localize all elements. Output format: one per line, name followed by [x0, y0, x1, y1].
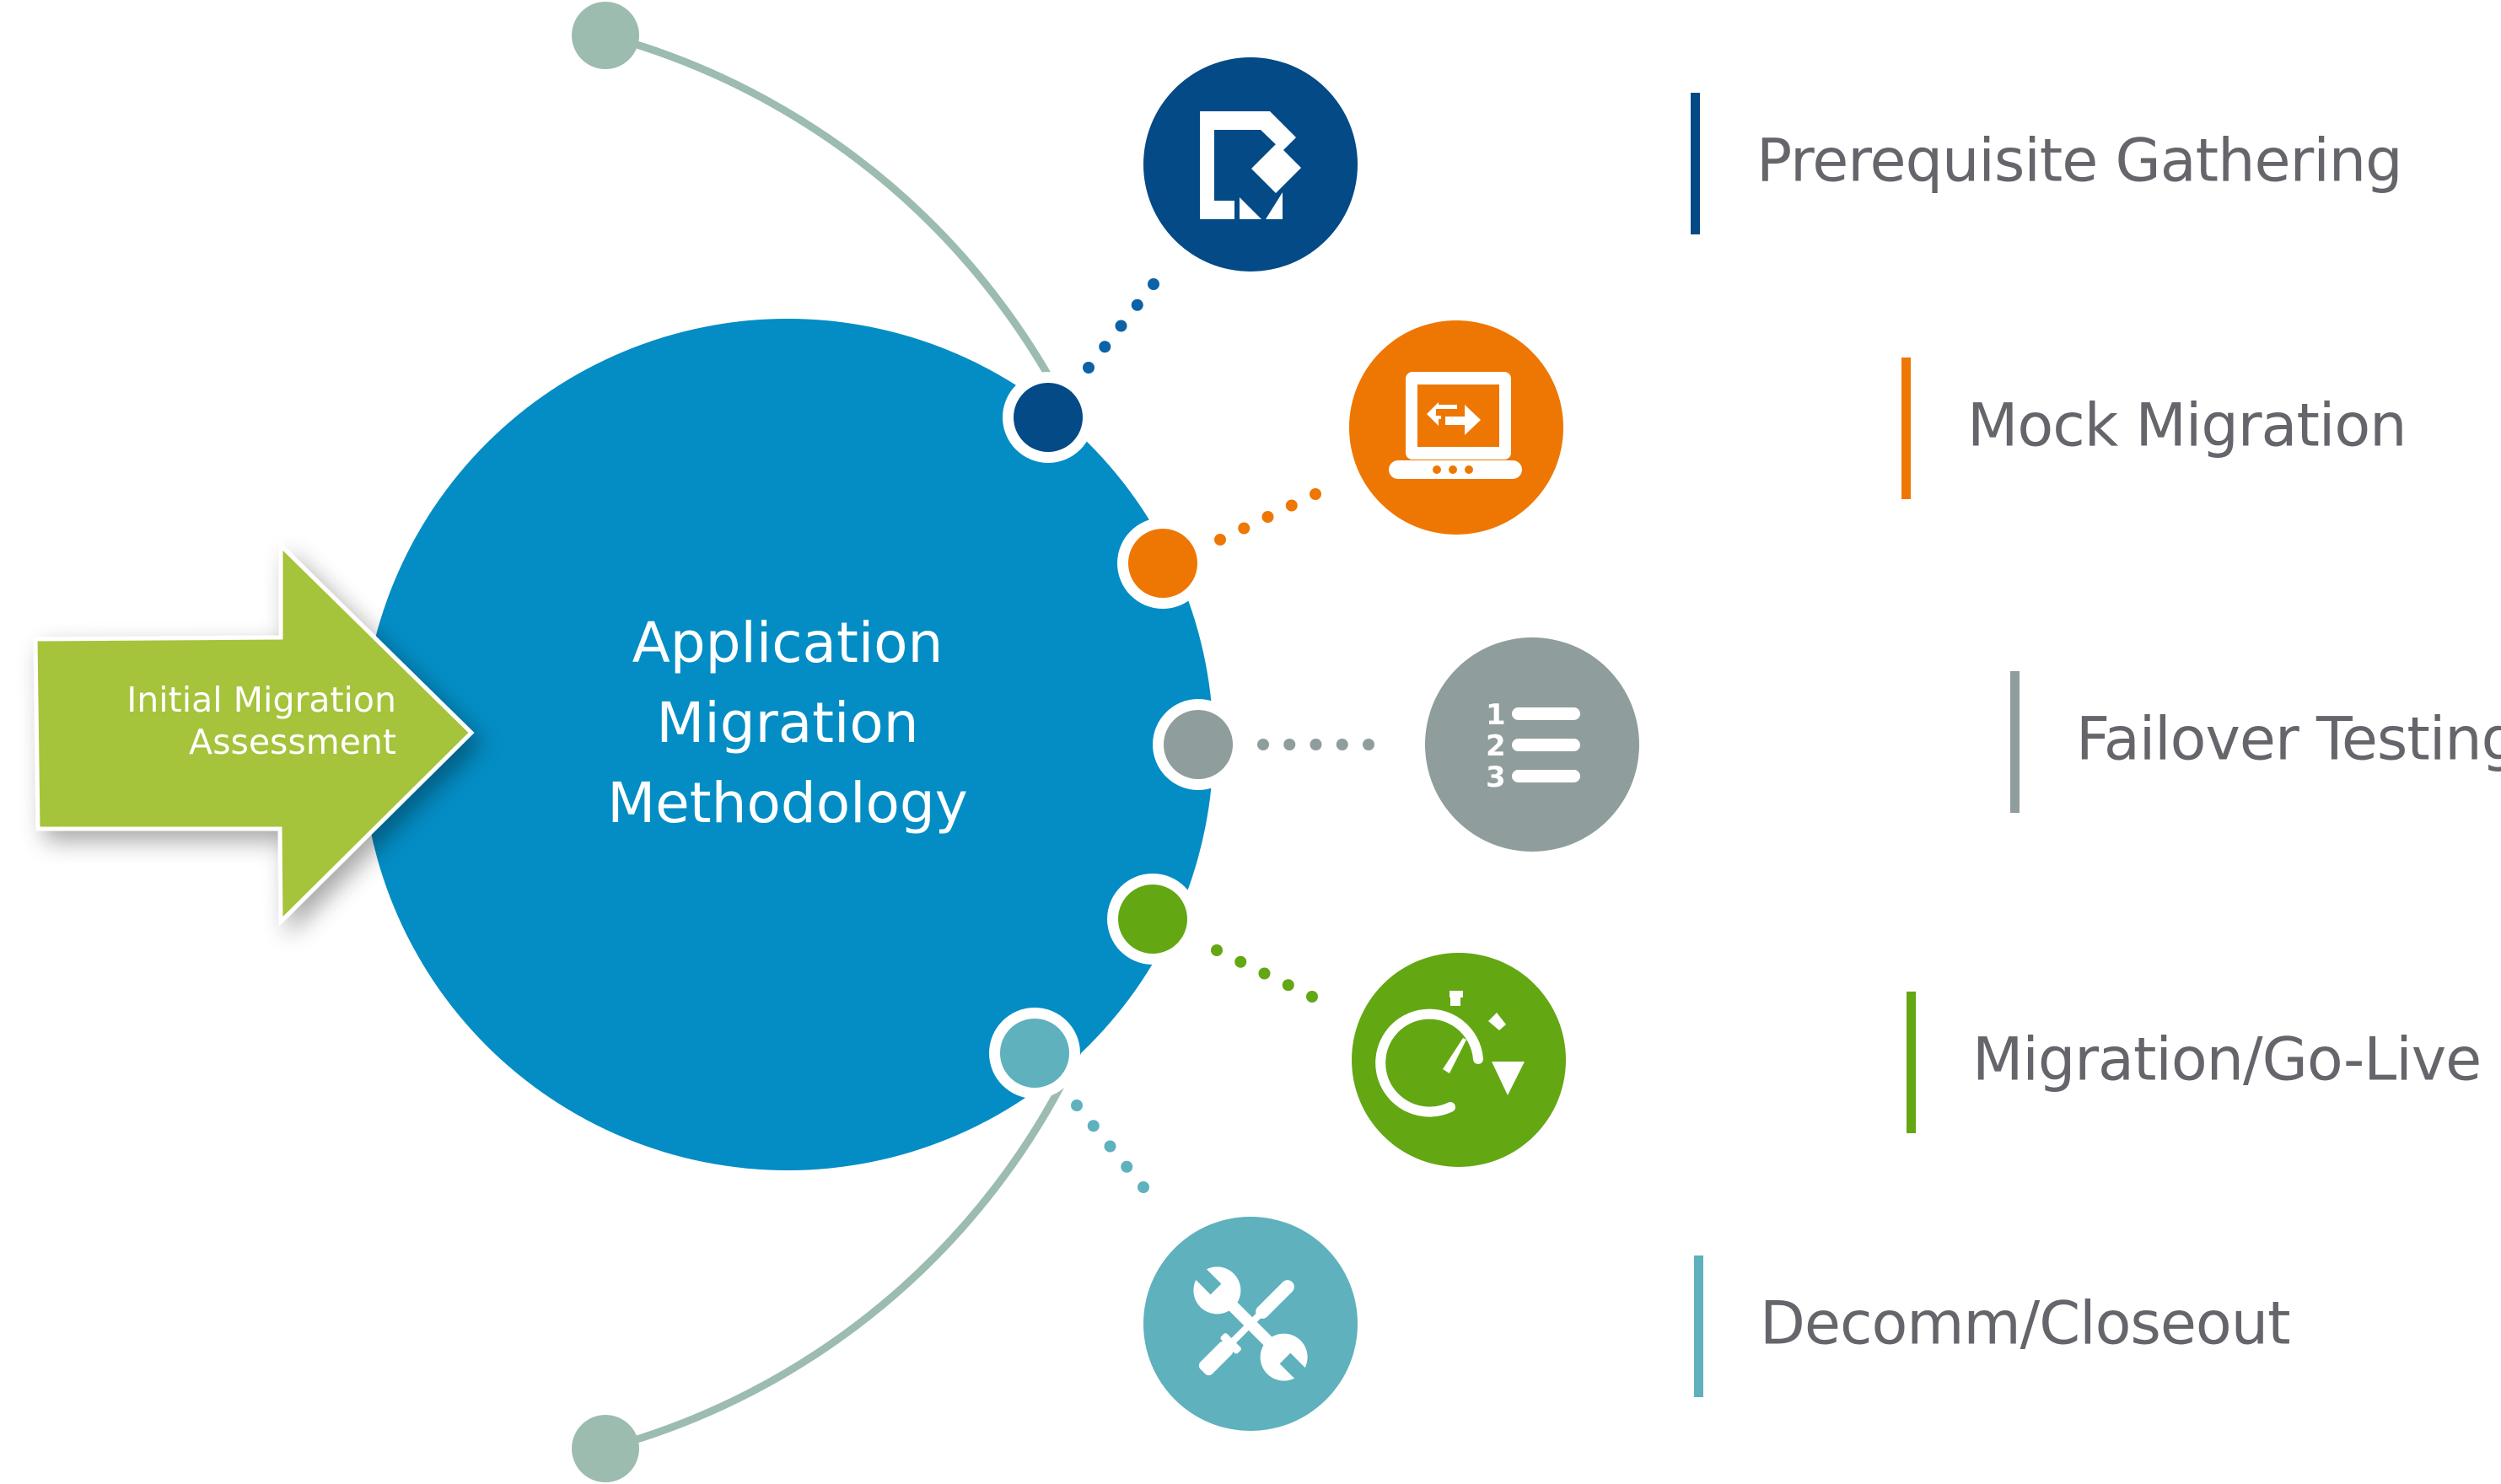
step-accent-bar	[1694, 1255, 1703, 1397]
stopwatch-icon	[1375, 991, 1525, 1117]
connector-dot	[1310, 739, 1322, 750]
laptop-transfer-icon	[1389, 372, 1522, 479]
track-end-dot-bottom	[572, 1415, 639, 1482]
step-node-prerequisite-gathering[interactable]	[1143, 57, 1358, 272]
connector-dot	[1310, 488, 1321, 500]
numbered-list-icon: 1 2 3	[1486, 698, 1580, 794]
connectors	[989, 278, 1374, 1193]
connector-dot	[1336, 739, 1348, 750]
connector-dot	[1285, 499, 1298, 512]
connector-dot	[1131, 298, 1143, 311]
hub-circle	[362, 319, 1213, 1170]
connector-dot	[1121, 1160, 1133, 1173]
connector-dot	[1283, 739, 1296, 750]
connector-dot	[1257, 739, 1269, 750]
connector-dot	[1282, 979, 1294, 992]
track-end-dot-top	[572, 2, 639, 69]
connector-dot	[1238, 522, 1250, 535]
connector-node	[1000, 1019, 1069, 1088]
initial-assessment-line-2: Assessment	[189, 722, 396, 762]
step-label-text: Decomm/Closeout	[1760, 1288, 2291, 1358]
connector-dot	[1071, 1100, 1083, 1111]
step-label-text: Failover Testing	[2076, 704, 2501, 774]
initial-assessment-arrow[interactable]	[33, 540, 475, 927]
connector-dot	[1363, 739, 1374, 750]
step-circles: 1 2 3	[1143, 57, 1639, 1431]
connector-node	[1014, 383, 1083, 452]
document-edit-icon	[1200, 111, 1301, 219]
connector-dot	[1306, 991, 1318, 1003]
hub-title: Application Migration Methodology	[535, 603, 1041, 843]
step-label-text: Mock Migration	[1967, 390, 2407, 460]
step-node-decomm-closeout[interactable]	[1143, 1217, 1358, 1431]
tools-icon	[1190, 1263, 1311, 1385]
step-accent-bar	[2010, 671, 2020, 813]
connector-dot	[1214, 534, 1226, 546]
hub-title-line-3: Methodology	[607, 771, 968, 836]
connector-dot	[1138, 1181, 1149, 1193]
connector-node	[1118, 884, 1187, 954]
step-label-text: Prerequisite Gathering	[1756, 126, 2403, 196]
step-node-mock-migration[interactable]	[1349, 320, 1563, 535]
step-accent-bar	[1901, 358, 1911, 499]
connector-dot	[1258, 967, 1271, 980]
connector-dot	[1083, 362, 1095, 374]
initial-assessment-label: Initial Migration Assessment	[34, 679, 396, 763]
step-label-text: Migration/Go-Live	[1972, 1024, 2482, 1094]
step-accent-bar	[1691, 93, 1700, 234]
connector-node	[1164, 710, 1233, 779]
svg-text:1: 1	[1486, 698, 1506, 732]
svg-text:2: 2	[1486, 729, 1506, 763]
connector-dot	[1115, 320, 1127, 332]
step-circle	[1352, 953, 1566, 1167]
step-node-migration-go-live[interactable]	[1352, 953, 1566, 1167]
connector-dot	[1087, 1120, 1100, 1132]
connector-dot	[1104, 1140, 1116, 1153]
connector-dot	[1211, 944, 1223, 956]
connector-dot	[1099, 341, 1111, 353]
connector-dot	[1234, 955, 1247, 968]
hub-title-line-2: Migration	[656, 691, 919, 755]
step-circle	[1143, 57, 1358, 272]
connector-node	[1128, 529, 1197, 598]
step-accent-bar	[1907, 992, 1916, 1133]
hub-title-line-1: Application	[632, 610, 944, 675]
svg-text:3: 3	[1486, 761, 1506, 794]
connector-dot	[1261, 511, 1274, 523]
step-node-failover-testing[interactable]: 1 2 3	[1425, 637, 1639, 852]
initial-assessment-line-1: Initial Migration	[126, 680, 396, 720]
connector-dot	[1148, 278, 1159, 290]
